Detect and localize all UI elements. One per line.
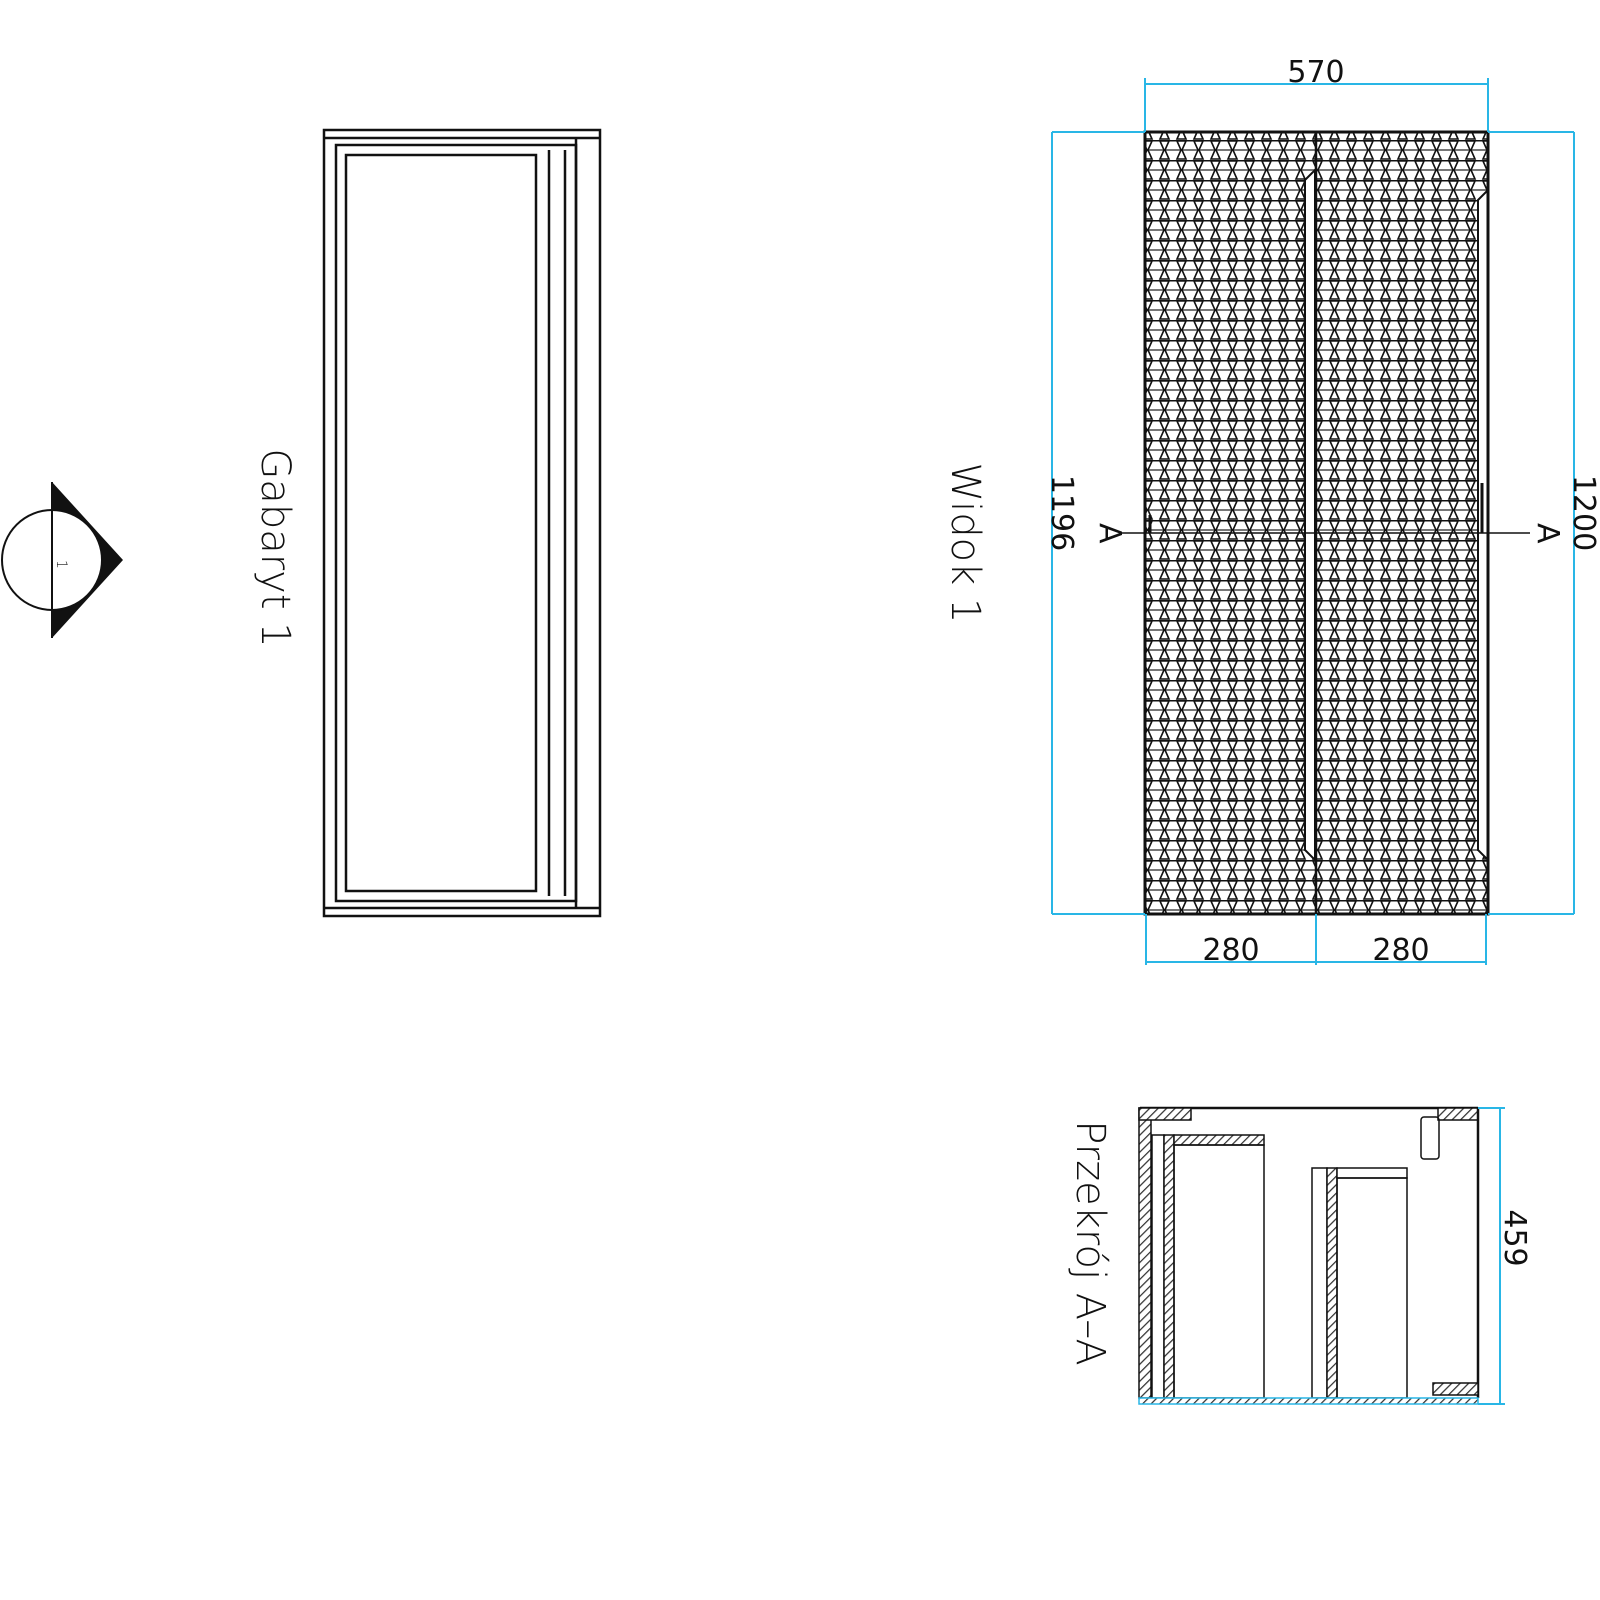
dim-width-total: 570 xyxy=(1287,55,1344,90)
front-view xyxy=(1143,130,1490,916)
dim-height-right: 1200 xyxy=(1566,475,1600,551)
dim-height-left: 1196 xyxy=(1044,475,1079,551)
section-line-a-a: A A xyxy=(1092,483,1565,544)
gabaryt-title: Gabaryt 1 xyxy=(252,448,298,647)
dim-door-right: 280 xyxy=(1372,933,1429,968)
section-label-left: A xyxy=(1092,523,1127,544)
view-marker-number: 1 xyxy=(53,560,69,569)
section-dimension xyxy=(1478,1107,1505,1405)
dim-door-left: 280 xyxy=(1202,933,1259,968)
section-label-right: A xyxy=(1530,523,1565,544)
section-view xyxy=(1138,1106,1480,1405)
dim-depth: 459 xyxy=(1497,1209,1532,1266)
view-marker-symbol: 1 xyxy=(1,482,123,638)
gabaryt-outline xyxy=(322,128,602,918)
widok-title: Widok 1 xyxy=(942,463,988,624)
section-title: Przekrój A–A xyxy=(1067,1120,1113,1365)
dimension-lines xyxy=(1051,78,1575,965)
